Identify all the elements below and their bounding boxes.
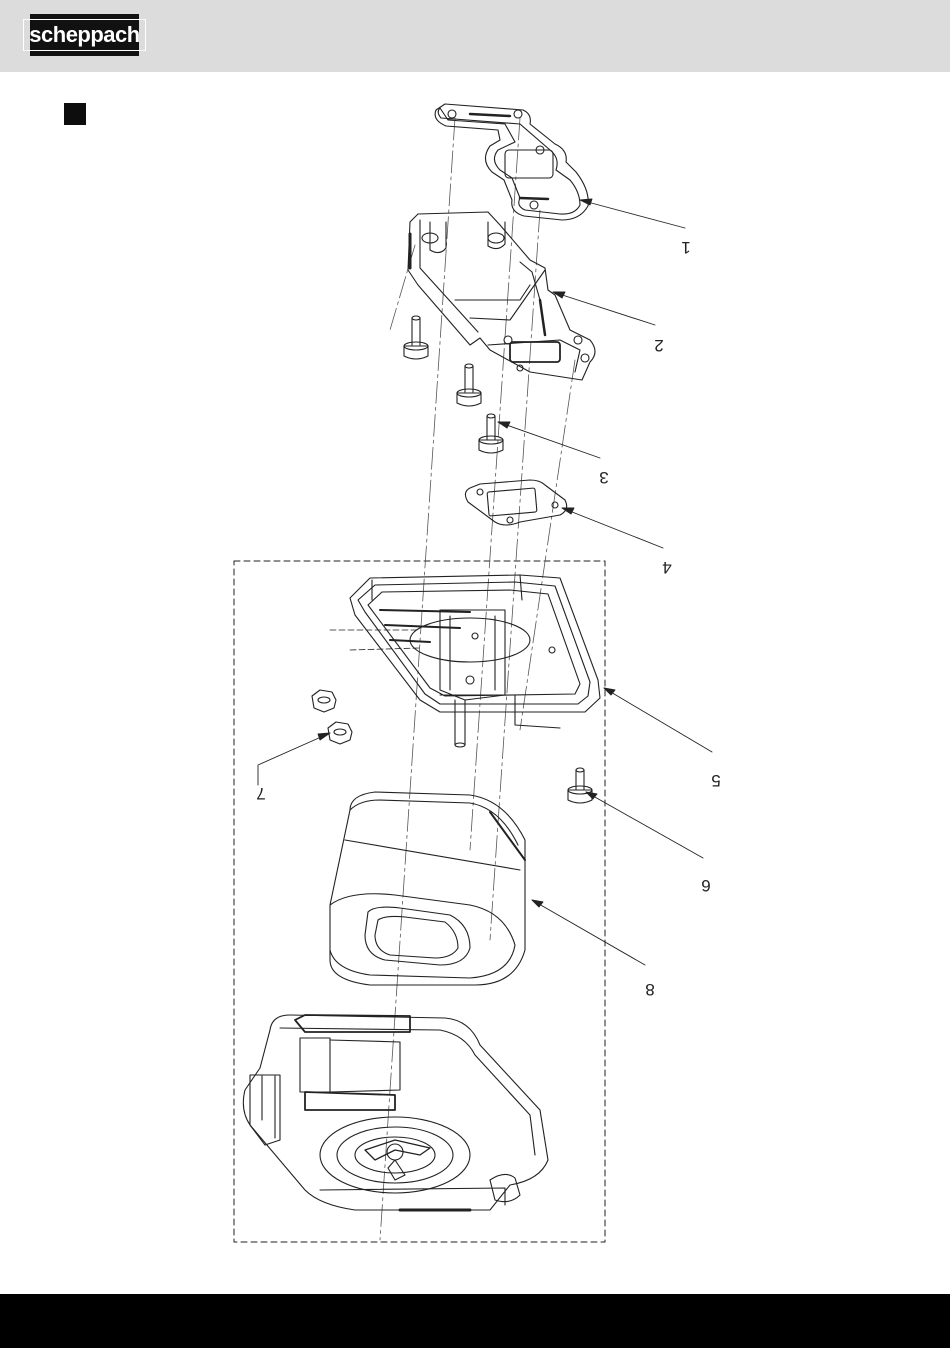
part-3-bolts	[404, 316, 503, 453]
part-6-screw	[568, 768, 592, 803]
callout-2: 2	[654, 336, 663, 355]
callout-3: 3	[599, 468, 608, 487]
callout-7: 7	[256, 784, 265, 803]
callout-4: 4	[662, 558, 671, 577]
assembly-axis-lines	[380, 118, 575, 1240]
part-5-housing-base	[330, 575, 600, 747]
page-footer	[0, 1294, 950, 1348]
part-7-nuts	[312, 690, 352, 744]
bolt-b	[457, 364, 481, 406]
callout-leader-lines	[258, 199, 712, 965]
filter-cover	[243, 1015, 548, 1210]
callout-6: 6	[701, 876, 710, 895]
bolt-a	[404, 316, 428, 359]
nut-b	[328, 722, 352, 744]
callout-8: 8	[645, 980, 654, 999]
callout-5: 5	[711, 771, 720, 790]
part-1-gasket	[435, 104, 588, 220]
part-2-intake-bracket	[408, 212, 595, 380]
nut-a	[312, 690, 336, 712]
assembly-dashed-frame	[234, 561, 605, 1242]
part-8-filter-element	[330, 792, 525, 985]
callout-1: 1	[681, 238, 690, 257]
